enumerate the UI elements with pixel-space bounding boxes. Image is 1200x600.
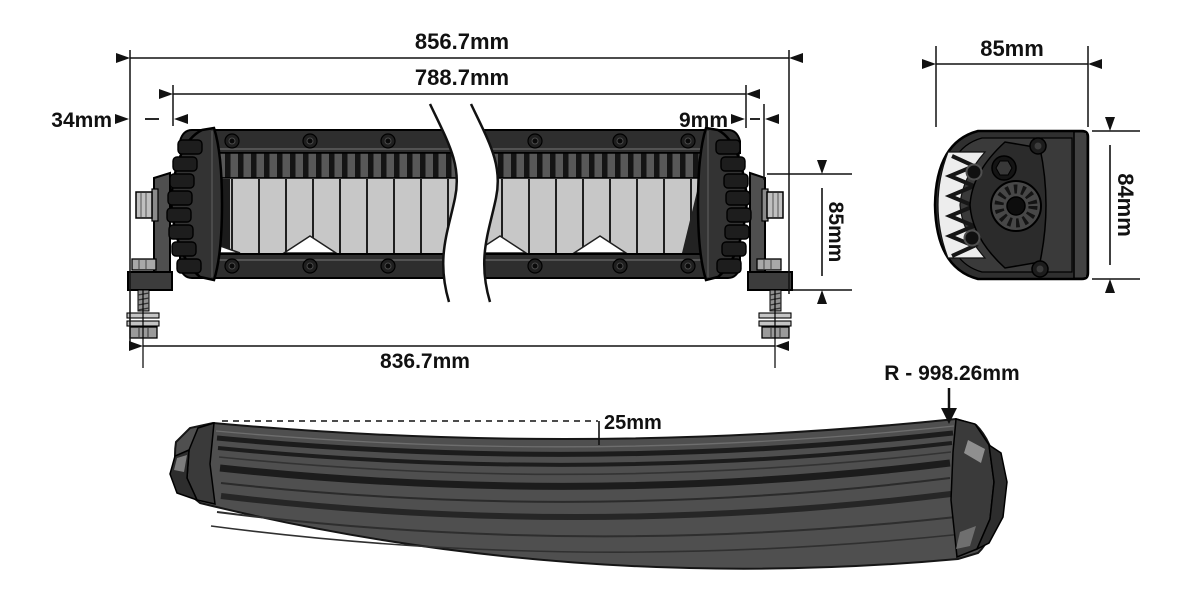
hex-bolt-head [995, 160, 1013, 176]
arrowhead [789, 53, 803, 63]
dim-left-offset: 34mm [51, 109, 188, 132]
heatsink-window [937, 151, 987, 259]
reflector-dividers [231, 179, 692, 253]
arrowhead [731, 114, 745, 124]
front-view-dimensions: 856.7mm 788.7mm 34mm 9mm [51, 29, 852, 373]
dim-bow-height-label: 25mm [604, 412, 662, 434]
dim-bracket-offset-label: 9mm [679, 109, 728, 132]
dim-bracket-offset: 9mm [679, 109, 779, 132]
arrowhead [1105, 279, 1115, 293]
radius-arrowhead [941, 408, 957, 424]
dim-bolt-spacing: 836.7mm [129, 341, 789, 373]
side-bolt [135, 191, 153, 219]
profile-view [169, 417, 1008, 570]
dim-bracket-height-label: 85mm [824, 202, 847, 263]
corner-screw-center [1034, 142, 1042, 150]
shell-edge-strip [1074, 133, 1086, 277]
mount-bracket-left [126, 171, 173, 368]
arrowhead [1105, 117, 1115, 131]
dim-bolt-spacing-label: 836.7mm [380, 350, 470, 373]
arrowhead [129, 341, 143, 351]
profile-end-cap-right [950, 418, 1008, 559]
dim-end-height-label: 84mm [1113, 173, 1138, 237]
heatsink-ribs [210, 425, 964, 553]
arrowhead [115, 114, 129, 124]
arrowhead [116, 53, 130, 63]
foot-screw [756, 258, 782, 271]
arrowhead [817, 290, 827, 304]
dim-curve-radius: R - 998.26mm [884, 362, 1020, 424]
dim-housing-length-label: 788.7mm [415, 65, 509, 90]
arrowhead [159, 89, 173, 99]
dim-overall-length-label: 856.7mm [415, 29, 509, 54]
arrowhead [746, 89, 760, 99]
dim-end-height: 84mm [1092, 117, 1140, 293]
end-cap-left [166, 126, 224, 282]
dim-end-width: 85mm [922, 36, 1102, 69]
arrowhead [817, 160, 827, 174]
arrowhead [1088, 59, 1102, 69]
arrowhead [775, 341, 789, 351]
bracket-foot [747, 271, 793, 291]
mount-bracket-right [747, 171, 793, 368]
profile-view-dimensions: 25mm R - 998.26mm [222, 362, 1020, 445]
dim-housing-length: 788.7mm [159, 65, 760, 99]
end-view [933, 129, 1090, 281]
side-bolt [766, 191, 784, 219]
foot-screw [131, 258, 157, 271]
pivot-boss-knurling [994, 184, 1038, 228]
dim-overall-length: 856.7mm [116, 29, 803, 63]
end-cap-right [696, 126, 752, 282]
bracket-foot [127, 271, 173, 291]
arrowhead [922, 59, 936, 69]
corner-screw-center [1036, 265, 1044, 273]
arrowhead [174, 114, 188, 124]
pivot-bore [1006, 196, 1026, 216]
dim-bow-height: 25mm [222, 412, 662, 445]
socket-screw [963, 229, 981, 247]
arrowhead [765, 114, 779, 124]
front-view [126, 103, 793, 368]
dim-curve-radius-label: R - 998.26mm [884, 362, 1019, 385]
dim-left-offset-label: 34mm [51, 109, 112, 132]
dim-end-width-label: 85mm [980, 36, 1044, 61]
profile-end-cap-left [169, 421, 216, 505]
dim-bracket-height: 85mm [767, 160, 852, 304]
socket-screw [965, 163, 983, 181]
rail-screws [224, 133, 696, 274]
end-view-dimensions: 85mm 84mm [922, 36, 1140, 293]
bolt-collar [151, 188, 159, 222]
break-line [428, 103, 500, 303]
